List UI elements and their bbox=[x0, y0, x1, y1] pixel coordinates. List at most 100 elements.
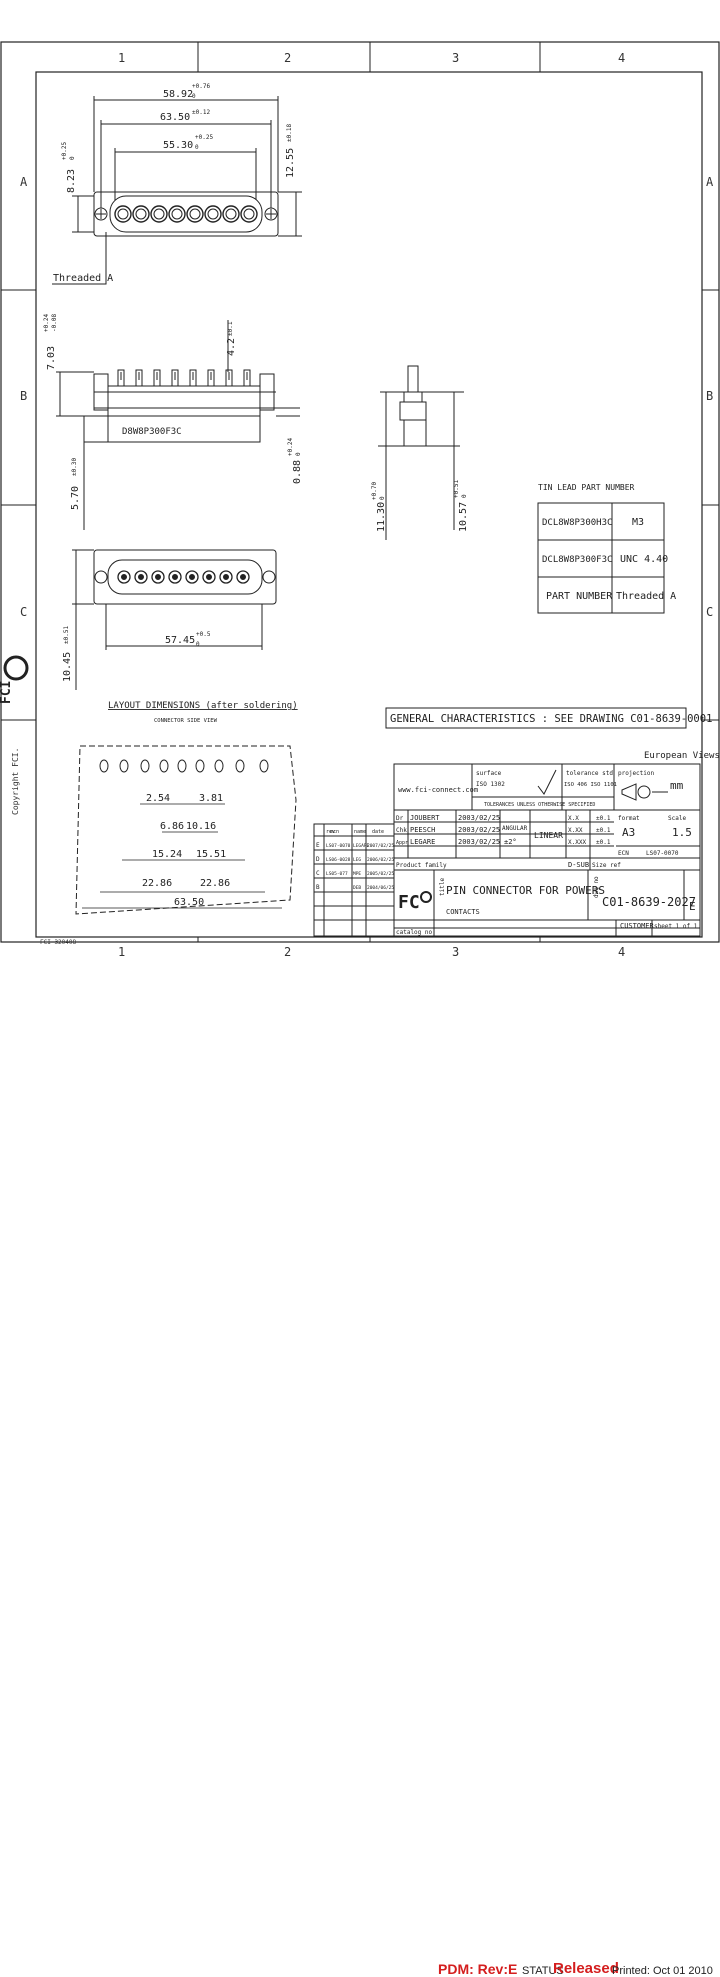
size-ref-label: Size ref bbox=[592, 862, 621, 869]
svg-text:0: 0 bbox=[192, 93, 196, 100]
top-pin-inner bbox=[207, 208, 219, 220]
sig-2-date: 2003/02/25 bbox=[458, 826, 500, 834]
layout-dim-9: 63.50 bbox=[174, 897, 204, 908]
rev-e-ecn: LS07-0070 bbox=[326, 843, 351, 849]
top-pin-inner bbox=[117, 208, 129, 220]
layout-holes bbox=[99, 759, 269, 773]
product-family: D-SUB bbox=[568, 861, 589, 869]
zone-row-a: A bbox=[20, 175, 28, 189]
svg-text:0: 0 bbox=[295, 452, 302, 456]
ecn-value: LS07-0070 bbox=[646, 850, 679, 857]
top-view-dims: 58.92 +0.76 0 63.50 ±0.12 55.30 +0.25 0 … bbox=[53, 83, 296, 284]
layout-dim-6: 15.51 bbox=[196, 849, 226, 860]
format-value: A3 bbox=[622, 826, 635, 839]
rev-d-date: 2006/02/25 bbox=[367, 857, 394, 863]
bottom-view-pins bbox=[117, 570, 250, 584]
zone-col-4: 4 bbox=[618, 51, 625, 65]
rev-b-date: 2004/06/25 bbox=[367, 885, 394, 891]
footer: PDM: Rev:E STATUS Released Printed: Oct … bbox=[0, 978, 720, 1977]
rev-e-name: LEGARE bbox=[353, 843, 370, 849]
svg-text:-0.08: -0.08 bbox=[51, 314, 58, 332]
rev-c-date: 2005/02/25 bbox=[367, 871, 394, 877]
svg-text:+0.25: +0.25 bbox=[195, 134, 213, 141]
side-lead-shoulder bbox=[225, 369, 233, 387]
surface-label: surface bbox=[476, 770, 502, 777]
part-table: TIN LEAD PART NUMBER DCL8W8P300H3C M3 DC… bbox=[537, 483, 676, 614]
bottom-view bbox=[72, 549, 277, 690]
linear-tol-3: ±0.1 bbox=[596, 839, 611, 846]
general-characteristics-box bbox=[385, 707, 687, 729]
title-block: European Views bbox=[313, 751, 720, 937]
views-label: European Views bbox=[644, 751, 720, 761]
top-pin-inner bbox=[153, 208, 165, 220]
bottom-pin-outer bbox=[117, 570, 131, 584]
zone-col-4-bottom: 4 bbox=[618, 945, 625, 959]
top-pin-outer bbox=[240, 205, 258, 223]
linear-tol-1: ±0.1 bbox=[596, 815, 611, 822]
copyright-text: Copyright FCI. bbox=[11, 748, 20, 815]
svg-text:0: 0 bbox=[196, 641, 200, 648]
zone-col-2: 2 bbox=[284, 51, 291, 65]
end-view-dims: 11.30 +0.70 0 10.57 +0.51 0 bbox=[371, 480, 469, 532]
dim-mount: 63.50 bbox=[160, 112, 190, 123]
layout-hole bbox=[119, 759, 129, 773]
top-pin-inner bbox=[189, 208, 201, 220]
svg-text:+0.24: +0.24 bbox=[287, 438, 294, 456]
linear-label: LINEAR bbox=[534, 831, 563, 840]
layout-hole bbox=[214, 759, 224, 773]
sig-1-role: Dr bbox=[396, 815, 404, 822]
product-family-label: Product family bbox=[396, 862, 447, 869]
zone-labels: 1 2 3 4 1 2 3 4 A B C A B C bbox=[20, 51, 714, 959]
dwg-label: dwg no bbox=[593, 876, 600, 898]
linear-range-1: X.X bbox=[568, 815, 579, 822]
part-row-1-thread: M3 bbox=[632, 517, 644, 528]
dim-bottom-height: 10.45 bbox=[62, 652, 73, 682]
bottom-pin-core bbox=[155, 574, 161, 580]
part-row-3-thread: Threaded A bbox=[616, 591, 676, 602]
side-body-text: D8W8P300F3C bbox=[122, 427, 182, 437]
rev-e-date: 2007/02/25 bbox=[367, 843, 394, 849]
dim-lead: 4.2 bbox=[226, 338, 237, 356]
dim-thick: 0.88 bbox=[292, 460, 303, 484]
linear-range-2: X.XX bbox=[568, 827, 583, 834]
sig-3-role: Appr bbox=[396, 840, 408, 846]
top-pin-outer bbox=[114, 205, 132, 223]
side-lead-shoulder bbox=[117, 369, 125, 387]
rev-c-name: MPE bbox=[353, 871, 361, 877]
threaded-label: Threaded A bbox=[53, 273, 113, 284]
svg-text:±0.51: ±0.51 bbox=[63, 626, 70, 644]
svg-text:±0.30: ±0.30 bbox=[71, 458, 78, 476]
zone-col-1: 1 bbox=[118, 51, 125, 65]
zone-row-c-right: C bbox=[706, 605, 713, 619]
end-view bbox=[378, 365, 464, 540]
bottom-pin-core bbox=[121, 574, 127, 580]
rev-d-name: LEG bbox=[353, 857, 361, 863]
top-pin-outer bbox=[204, 205, 222, 223]
side-view bbox=[56, 320, 300, 530]
sig-3-name: LEGARE bbox=[410, 838, 435, 846]
bottom-pin-core bbox=[138, 574, 144, 580]
general-characteristics: GENERAL CHARACTERISTICS : SEE DRAWING C0… bbox=[390, 713, 712, 725]
bottom-pin-outer bbox=[202, 570, 216, 584]
tolerance-note: TOLERANCES UNLESS OTHERWISE SPECIFIED bbox=[484, 802, 595, 808]
svg-text:±0.1: ±0.1 bbox=[227, 321, 234, 336]
svg-text:0: 0 bbox=[379, 496, 386, 500]
svg-text:0: 0 bbox=[69, 156, 76, 160]
rev-header-ecn: ecn bbox=[330, 829, 339, 835]
dim-body: 10.57 bbox=[458, 502, 469, 532]
side-lead-shoulder bbox=[135, 369, 143, 387]
top-pin-inner bbox=[225, 208, 237, 220]
svg-text:±0.18: ±0.18 bbox=[286, 124, 293, 142]
tolerance-label: tolerance std bbox=[566, 770, 613, 777]
side-lead-shoulder bbox=[207, 369, 215, 387]
dim-total: 11.30 bbox=[376, 502, 387, 532]
top-pin-outer bbox=[168, 205, 186, 223]
layout-hole bbox=[235, 759, 245, 773]
rev-d: D bbox=[316, 856, 320, 863]
svg-text:±0.12: ±0.12 bbox=[192, 109, 210, 116]
fci-logo-side: FCI bbox=[0, 655, 29, 704]
rev-header-date: date bbox=[372, 829, 384, 835]
dim-overall-tol: +0.76 bbox=[192, 83, 210, 90]
outer-frame bbox=[0, 41, 720, 943]
layout-dim-4: 10.16 bbox=[186, 821, 216, 832]
